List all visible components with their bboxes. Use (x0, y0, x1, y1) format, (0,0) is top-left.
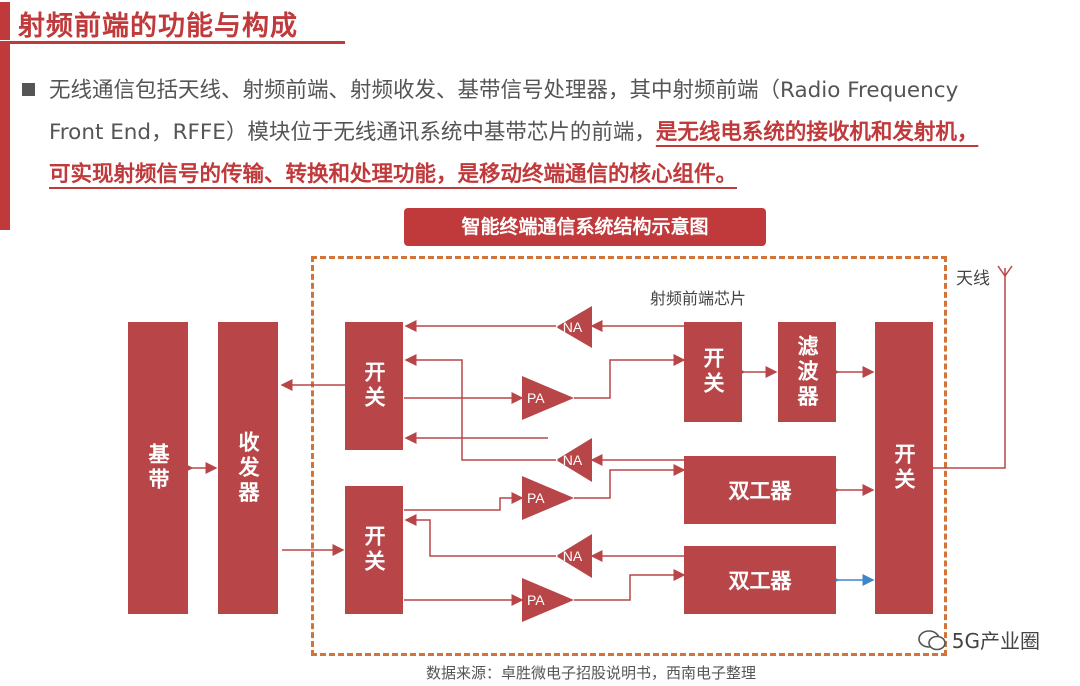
lna-amp-1 (556, 306, 592, 348)
watermark: 5G产业圈 (917, 625, 1040, 654)
bullet-paragraph: 无线通信包括天线、射频前端、射频收发、基带信号处理器，其中射频前端（Radio … (22, 70, 1072, 196)
page-header: 射频前端的功能与构成 (0, 0, 345, 44)
switch-right-block: 开关 (875, 322, 933, 614)
bullet-line-1: 无线通信包括天线、射频前端、射频收发、基带信号处理器，其中射频前端（Radio … (49, 78, 959, 103)
switch-bottom-block: 开关 (345, 486, 403, 614)
page-title: 射频前端的功能与构成 (18, 11, 298, 42)
data-source-note: 数据来源：卓胜微电子招股说明书，西南电子整理 (426, 664, 757, 682)
title-accent (0, 2, 10, 40)
bullet-line-2: Front End，RFFE）模块位于无线通讯系统中基带芯片的前端，是无线电系统… (22, 112, 1072, 154)
chip-label: 射频前端芯片 (650, 289, 747, 308)
duplexer-block-1: 双工器 (684, 456, 836, 524)
switch-mid-block: 开关 (684, 322, 742, 422)
antenna-label: 天线 (956, 269, 990, 289)
lna-label-1: LNA (555, 319, 583, 335)
pa-label-1: PA (527, 390, 545, 406)
filter-block: 滤波器 (778, 322, 836, 422)
pa-label-3: PA (527, 592, 545, 608)
lna-label-3: LNA (555, 548, 583, 564)
left-stripe (0, 44, 10, 230)
rffe-chip-boundary (311, 256, 947, 656)
transceiver-block: 收发器 (218, 322, 278, 614)
pa-amp-1 (522, 376, 574, 420)
bullet-line-2-prefix: Front End，RFFE）模块位于无线通讯系统中基带芯片的前端， (49, 120, 656, 145)
pa-amp-3 (522, 578, 574, 622)
wechat-icon (917, 629, 946, 650)
lna-label-2: LNA (555, 452, 583, 468)
bullet-line-2-highlight: 是无线电系统的接收机和发射机， (655, 120, 979, 145)
lna-amp-2 (556, 438, 592, 482)
pa-amp-2 (522, 476, 574, 520)
watermark-text: 5G产业圈 (951, 629, 1040, 653)
diagram-title: 智能终端通信系统结构示意图 (404, 208, 766, 246)
lna-amp-3 (556, 534, 592, 578)
bullet-square-icon (22, 82, 35, 96)
switch-top-block: 开关 (345, 322, 403, 450)
pa-label-2: PA (527, 490, 545, 506)
bullet-line-3: 可实现射频信号的传输、转换和处理功能，是移动终端通信的核心组件。 (22, 154, 1072, 196)
baseband-block: 基带 (128, 322, 188, 614)
bullet-line-3-highlight: 可实现射频信号的传输、转换和处理功能，是移动终端通信的核心组件。 (49, 162, 738, 187)
title-underline (0, 41, 345, 44)
duplexer-block-2: 双工器 (684, 546, 836, 614)
